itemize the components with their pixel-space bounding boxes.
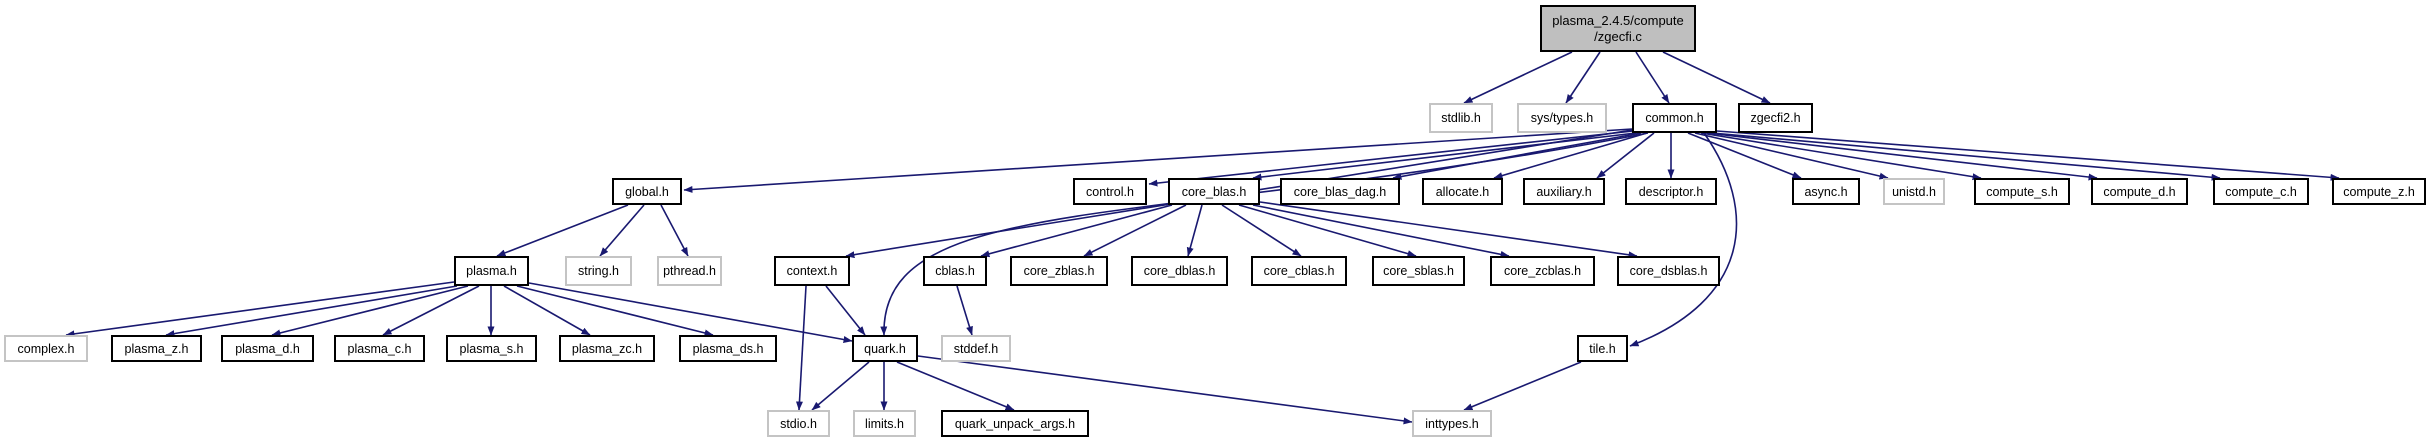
node-cblas-h[interactable]: cblas.h <box>923 256 987 286</box>
node-plasma-zc-h[interactable]: plasma_zc.h <box>559 335 655 362</box>
edge-zgecfi-c-to-sys-types-h <box>1565 51 1601 104</box>
node-stddef-h: stddef.h <box>941 335 1011 362</box>
node-plasma-s-h[interactable]: plasma_s.h <box>446 335 537 362</box>
edge-quark-h-to-stdio-h <box>811 361 870 411</box>
node-plasma-c-h[interactable]: plasma_c.h <box>334 335 425 362</box>
node-string-h: string.h <box>565 256 632 286</box>
edge-common-h-to-quark-h <box>880 132 1649 336</box>
node-stdio-h: stdio.h <box>767 410 830 437</box>
edge-global-h-to-plasma-h <box>496 204 629 257</box>
node-inttypes-h: inttypes.h <box>1412 410 1492 437</box>
edge-common-h-to-compute-c-h <box>1711 132 2221 181</box>
node-core-zcblas-h[interactable]: core_zcblas.h <box>1490 256 1595 286</box>
edge-common-h-to-compute-d-h <box>1706 132 2098 181</box>
edge-plasma-h-to-complex-h <box>65 281 455 338</box>
edge-core-blas-h-to-core-sblas-h <box>1238 204 1417 258</box>
edge-plasma-h-to-plasma-c-h <box>382 285 480 336</box>
node-stdlib-h: stdlib.h <box>1429 103 1493 133</box>
node-core-cblas-h[interactable]: core_cblas.h <box>1251 256 1347 286</box>
edge-plasma-h-to-plasma-d-h <box>271 285 469 337</box>
edge-zgecfi-c-to-stdlib-h <box>1463 51 1573 104</box>
edge-cblas-h-to-stddef-h <box>956 285 973 336</box>
node-compute-c-h[interactable]: compute_c.h <box>2213 178 2309 205</box>
edge-core-blas-h-to-core-zcblas-h <box>1252 204 1510 258</box>
node-core-dblas-h[interactable]: core_dblas.h <box>1131 256 1228 286</box>
node-plasma-z-h[interactable]: plasma_z.h <box>111 335 202 362</box>
edge-global-h-to-string-h <box>599 204 645 257</box>
node-sys-types-h: sys/types.h <box>1517 103 1607 133</box>
edge-common-h-to-global-h <box>683 128 1633 193</box>
edge-plasma-h-to-plasma-ds-h <box>516 285 714 337</box>
edge-core-blas-h-to-core-cblas-h <box>1221 204 1302 257</box>
node-allocate-h[interactable]: allocate.h <box>1422 178 1503 205</box>
node-core-dsblas-h[interactable]: core_dsblas.h <box>1617 256 1720 286</box>
edge-plasma-h-to-plasma-zc-h <box>503 285 591 336</box>
edge-context-h-to-stdio-h <box>795 285 807 411</box>
edge-common-h-to-compute-z-h <box>1716 130 2340 181</box>
edge-common-h-to-control-h <box>1148 130 1634 187</box>
node-core-sblas-h[interactable]: core_sblas.h <box>1372 256 1465 286</box>
edge-common-h-to-async-h <box>1687 132 1802 179</box>
node-quark-unpack-args-h[interactable]: quark_unpack_args.h <box>941 410 1089 437</box>
node-tile-h[interactable]: tile.h <box>1577 335 1628 362</box>
node-context-h[interactable]: context.h <box>774 256 850 286</box>
edge-core-blas-h-to-cblas-h <box>980 204 1173 258</box>
node-complex-h: complex.h <box>4 335 88 362</box>
node-async-h[interactable]: async.h <box>1792 178 1860 205</box>
edge-common-h-to-allocate-h <box>1493 132 1648 179</box>
node-descriptor-h[interactable]: descriptor.h <box>1625 178 1717 205</box>
edge-global-h-to-pthread-h <box>660 204 689 257</box>
edge-zgecfi-c-to-common-h <box>1635 51 1670 104</box>
node-zgecfi2-h[interactable]: zgecfi2.h <box>1738 103 1813 133</box>
node-core-blas-h[interactable]: core_blas.h <box>1168 178 1260 205</box>
edge-plasma-h-to-quark-h <box>528 282 853 343</box>
node-core-zblas-h[interactable]: core_zblas.h <box>1010 256 1108 286</box>
edge-context-h-to-quark-h <box>825 285 866 336</box>
edge-core-blas-h-to-core-dsblas-h <box>1259 201 1638 259</box>
edge-quark-h-to-quark-unpack-args-h <box>896 361 1015 411</box>
edge-core-blas-h-to-core-dblas-h <box>1186 204 1203 257</box>
edge-common-h-to-core-blas-h <box>1252 132 1637 181</box>
edge-core-blas-h-to-core-zblas-h <box>1083 204 1187 257</box>
node-compute-z-h[interactable]: compute_z.h <box>2332 178 2426 205</box>
node-compute-d-h[interactable]: compute_d.h <box>2091 178 2188 205</box>
edge-zgecfi-c-to-zgecfi2-h <box>1662 51 1771 104</box>
edge-plasma-h-to-plasma-z-h <box>165 285 458 338</box>
node-zgecfi-c: plasma_2.4.5/compute /zgecfi.c <box>1540 5 1696 52</box>
edge-common-h-to-unistd-h <box>1694 132 1889 180</box>
edge-common-h-to-tile-h <box>1629 132 1738 347</box>
node-plasma-h[interactable]: plasma.h <box>454 256 529 286</box>
node-limits-h: limits.h <box>853 410 916 437</box>
node-quark-h[interactable]: quark.h <box>852 335 918 362</box>
edge-common-h-to-core-blas-dag-h <box>1392 132 1642 180</box>
edge-common-h-to-compute-s-h <box>1700 132 1982 181</box>
node-common-h[interactable]: common.h <box>1632 103 1717 133</box>
edge-common-h-to-auxiliary-h <box>1596 132 1655 179</box>
node-compute-s-h[interactable]: compute_s.h <box>1974 178 2070 205</box>
node-plasma-d-h[interactable]: plasma_d.h <box>221 335 314 362</box>
node-auxiliary-h[interactable]: auxiliary.h <box>1523 178 1605 205</box>
node-control-h[interactable]: control.h <box>1073 178 1147 205</box>
edge-quark-h-to-inttypes-h <box>917 355 1413 425</box>
edge-tile-h-to-inttypes-h <box>1463 361 1582 411</box>
node-unistd-h: unistd.h <box>1883 178 1945 205</box>
node-plasma-ds-h[interactable]: plasma_ds.h <box>679 335 777 362</box>
node-global-h[interactable]: global.h <box>612 178 682 205</box>
node-core-blas-dag-h[interactable]: core_blas_dag.h <box>1280 178 1400 205</box>
node-pthread-h: pthread.h <box>657 256 722 286</box>
